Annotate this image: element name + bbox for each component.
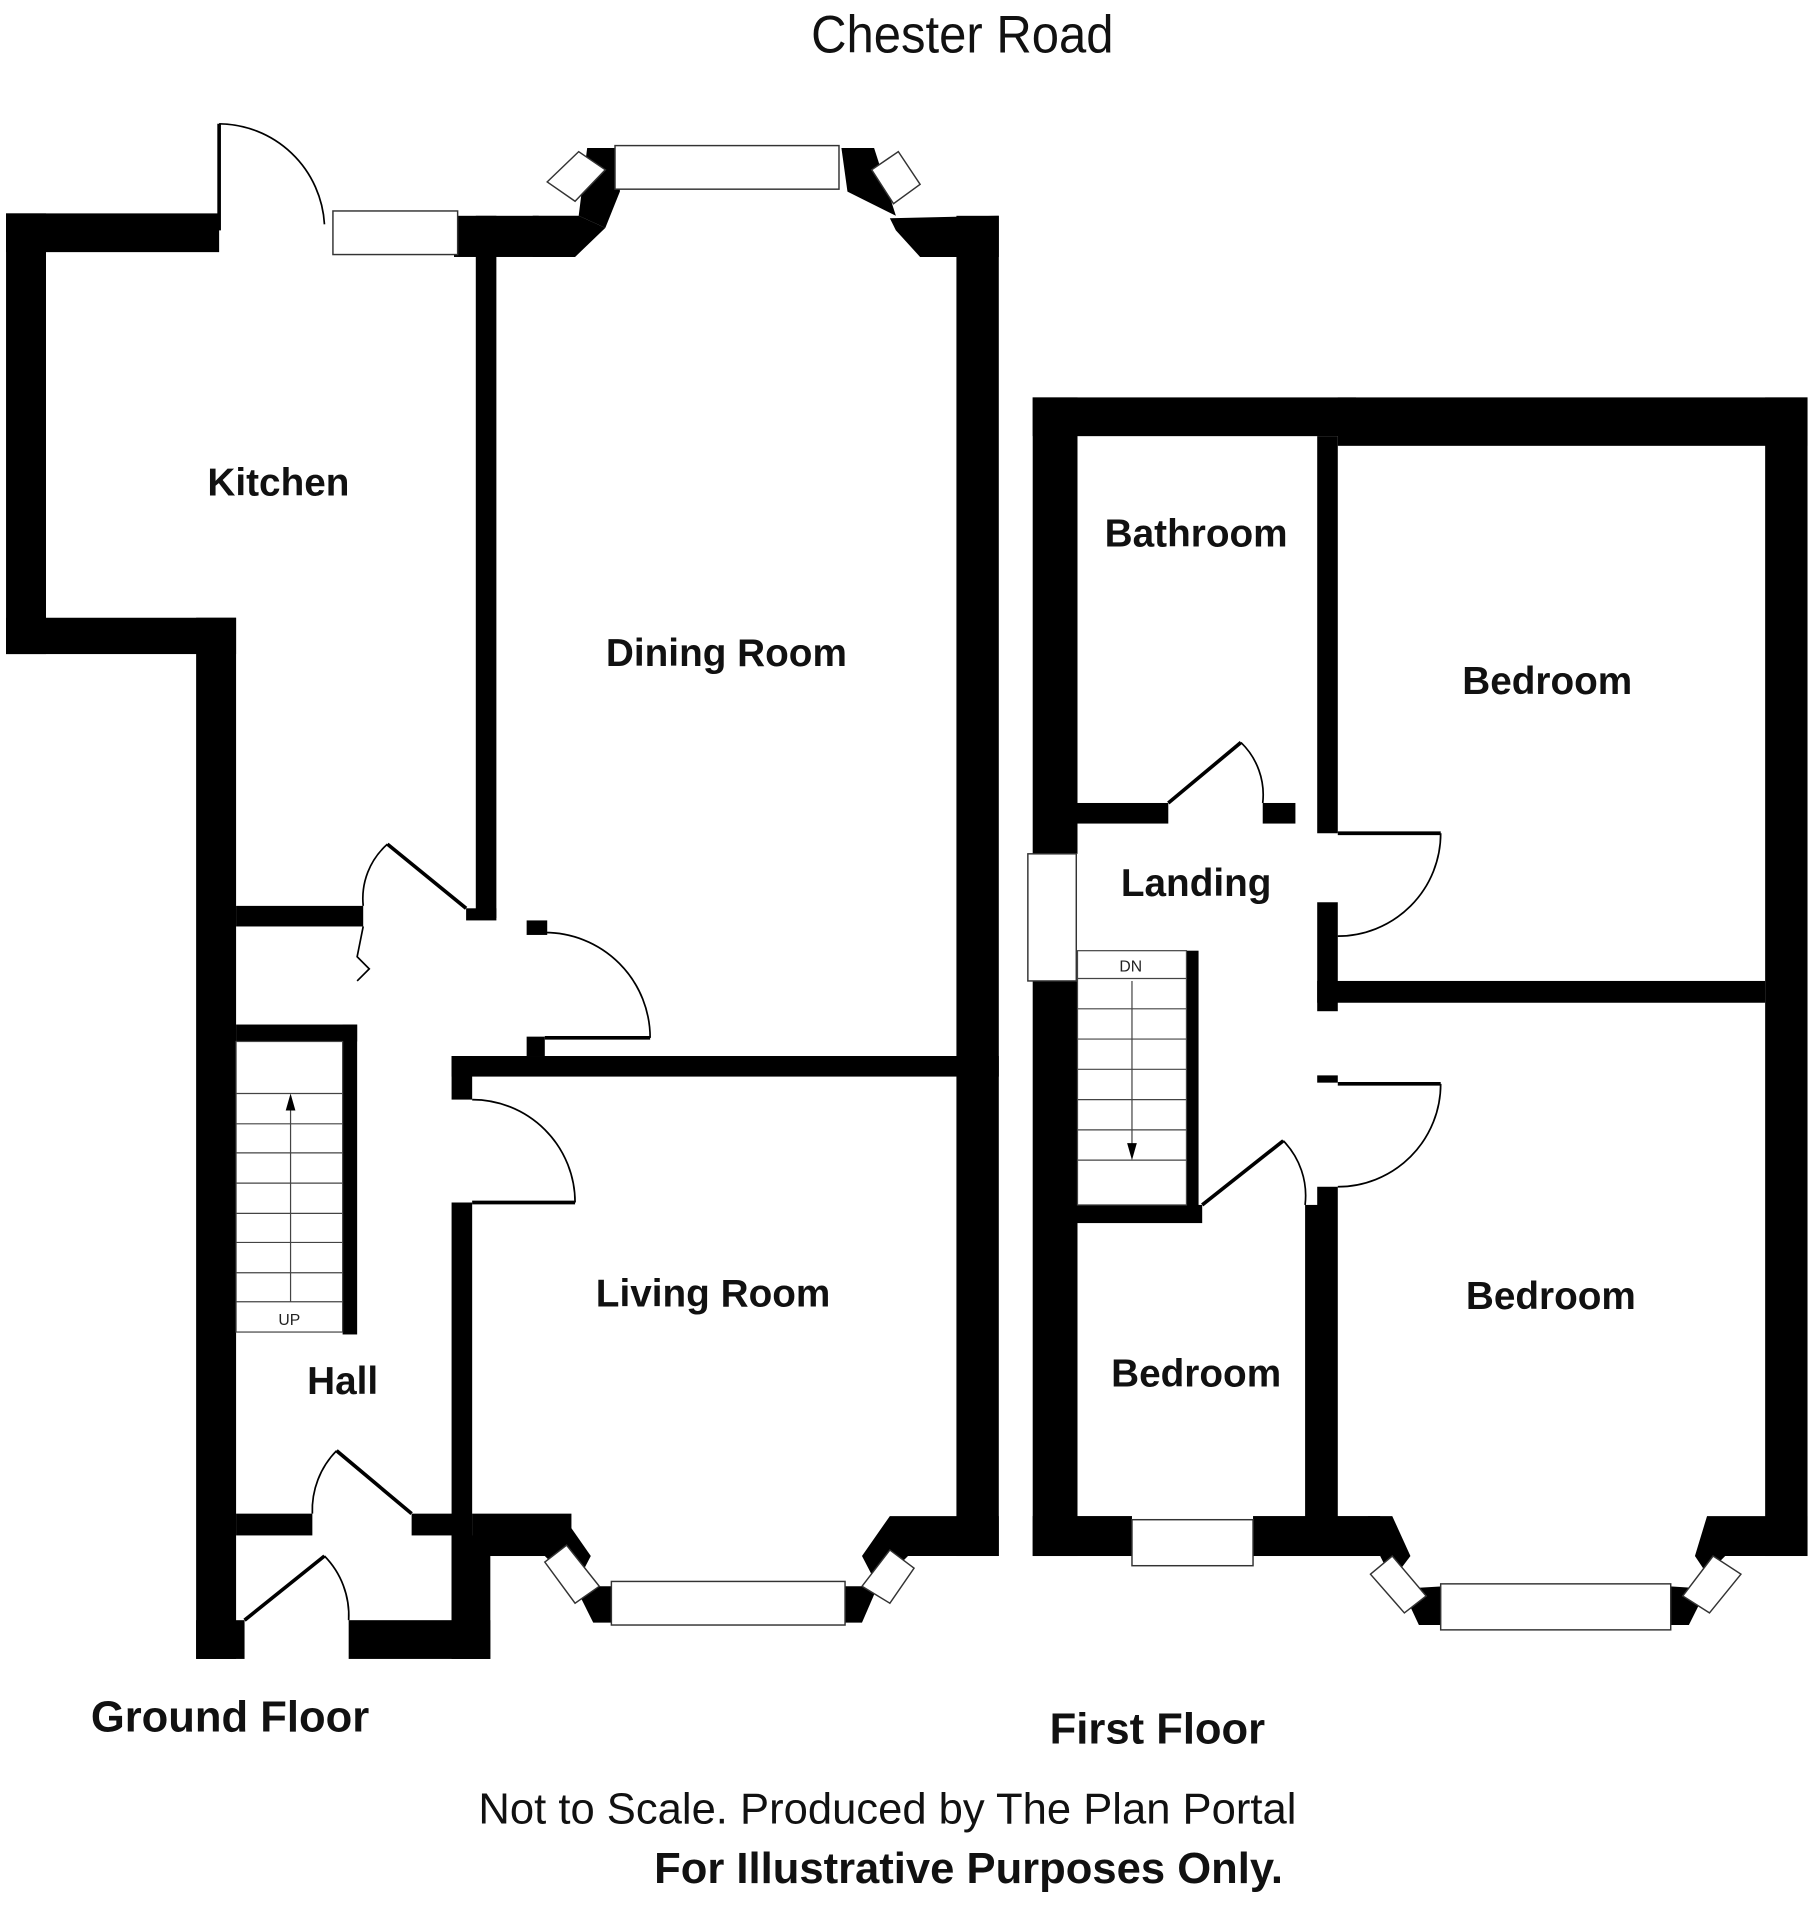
stairs-down-arrow-icon [1127,1143,1137,1161]
room-label-living-room: Living Room [596,1273,831,1316]
stairs-up-label: UP [278,1312,300,1329]
first-floor-plan: DN Bathroom Bedroom Landing Bedroom Bedr… [1027,397,1808,1754]
room-label-bedroom-rear: Bedroom [1462,660,1632,703]
first-floor-label: First Floor [1050,1706,1266,1754]
stairs-up-arrow-icon [285,1093,296,1111]
room-label-dining-room: Dining Room [606,632,847,675]
street-title: Chester Road [811,4,1113,63]
room-label-bedroom-front: Bedroom [1466,1275,1636,1318]
first-floor-walls [1032,397,1808,1626]
ground-floor-stairs: UP [235,1040,344,1333]
room-label-bathroom: Bathroom [1105,512,1288,555]
room-label-bedroom-small: Bedroom [1111,1353,1281,1396]
ground-floor-plan: UP Kitchen Dining Room Living Room Hall … [6,122,999,1742]
ground-floor-label: Ground Floor [91,1694,369,1742]
stairs-down-label: DN [1119,958,1142,975]
ground-floor-walls [6,148,999,1659]
room-label-landing: Landing [1121,862,1272,905]
room-label-kitchen: Kitchen [207,461,349,504]
room-label-hall: Hall [307,1360,378,1403]
footer-disclaimer: Not to Scale. Produced by The Plan Porta… [478,1786,1296,1834]
ground-floor-doors [217,122,651,1622]
first-floor-stairs: DN [1076,950,1188,1206]
footer-illustrative-note: For Illustrative Purposes Only. [654,1845,1283,1893]
ground-floor-windows [332,144,922,1626]
first-floor-doors [1167,741,1442,1207]
first-floor-windows [1027,853,1743,1631]
